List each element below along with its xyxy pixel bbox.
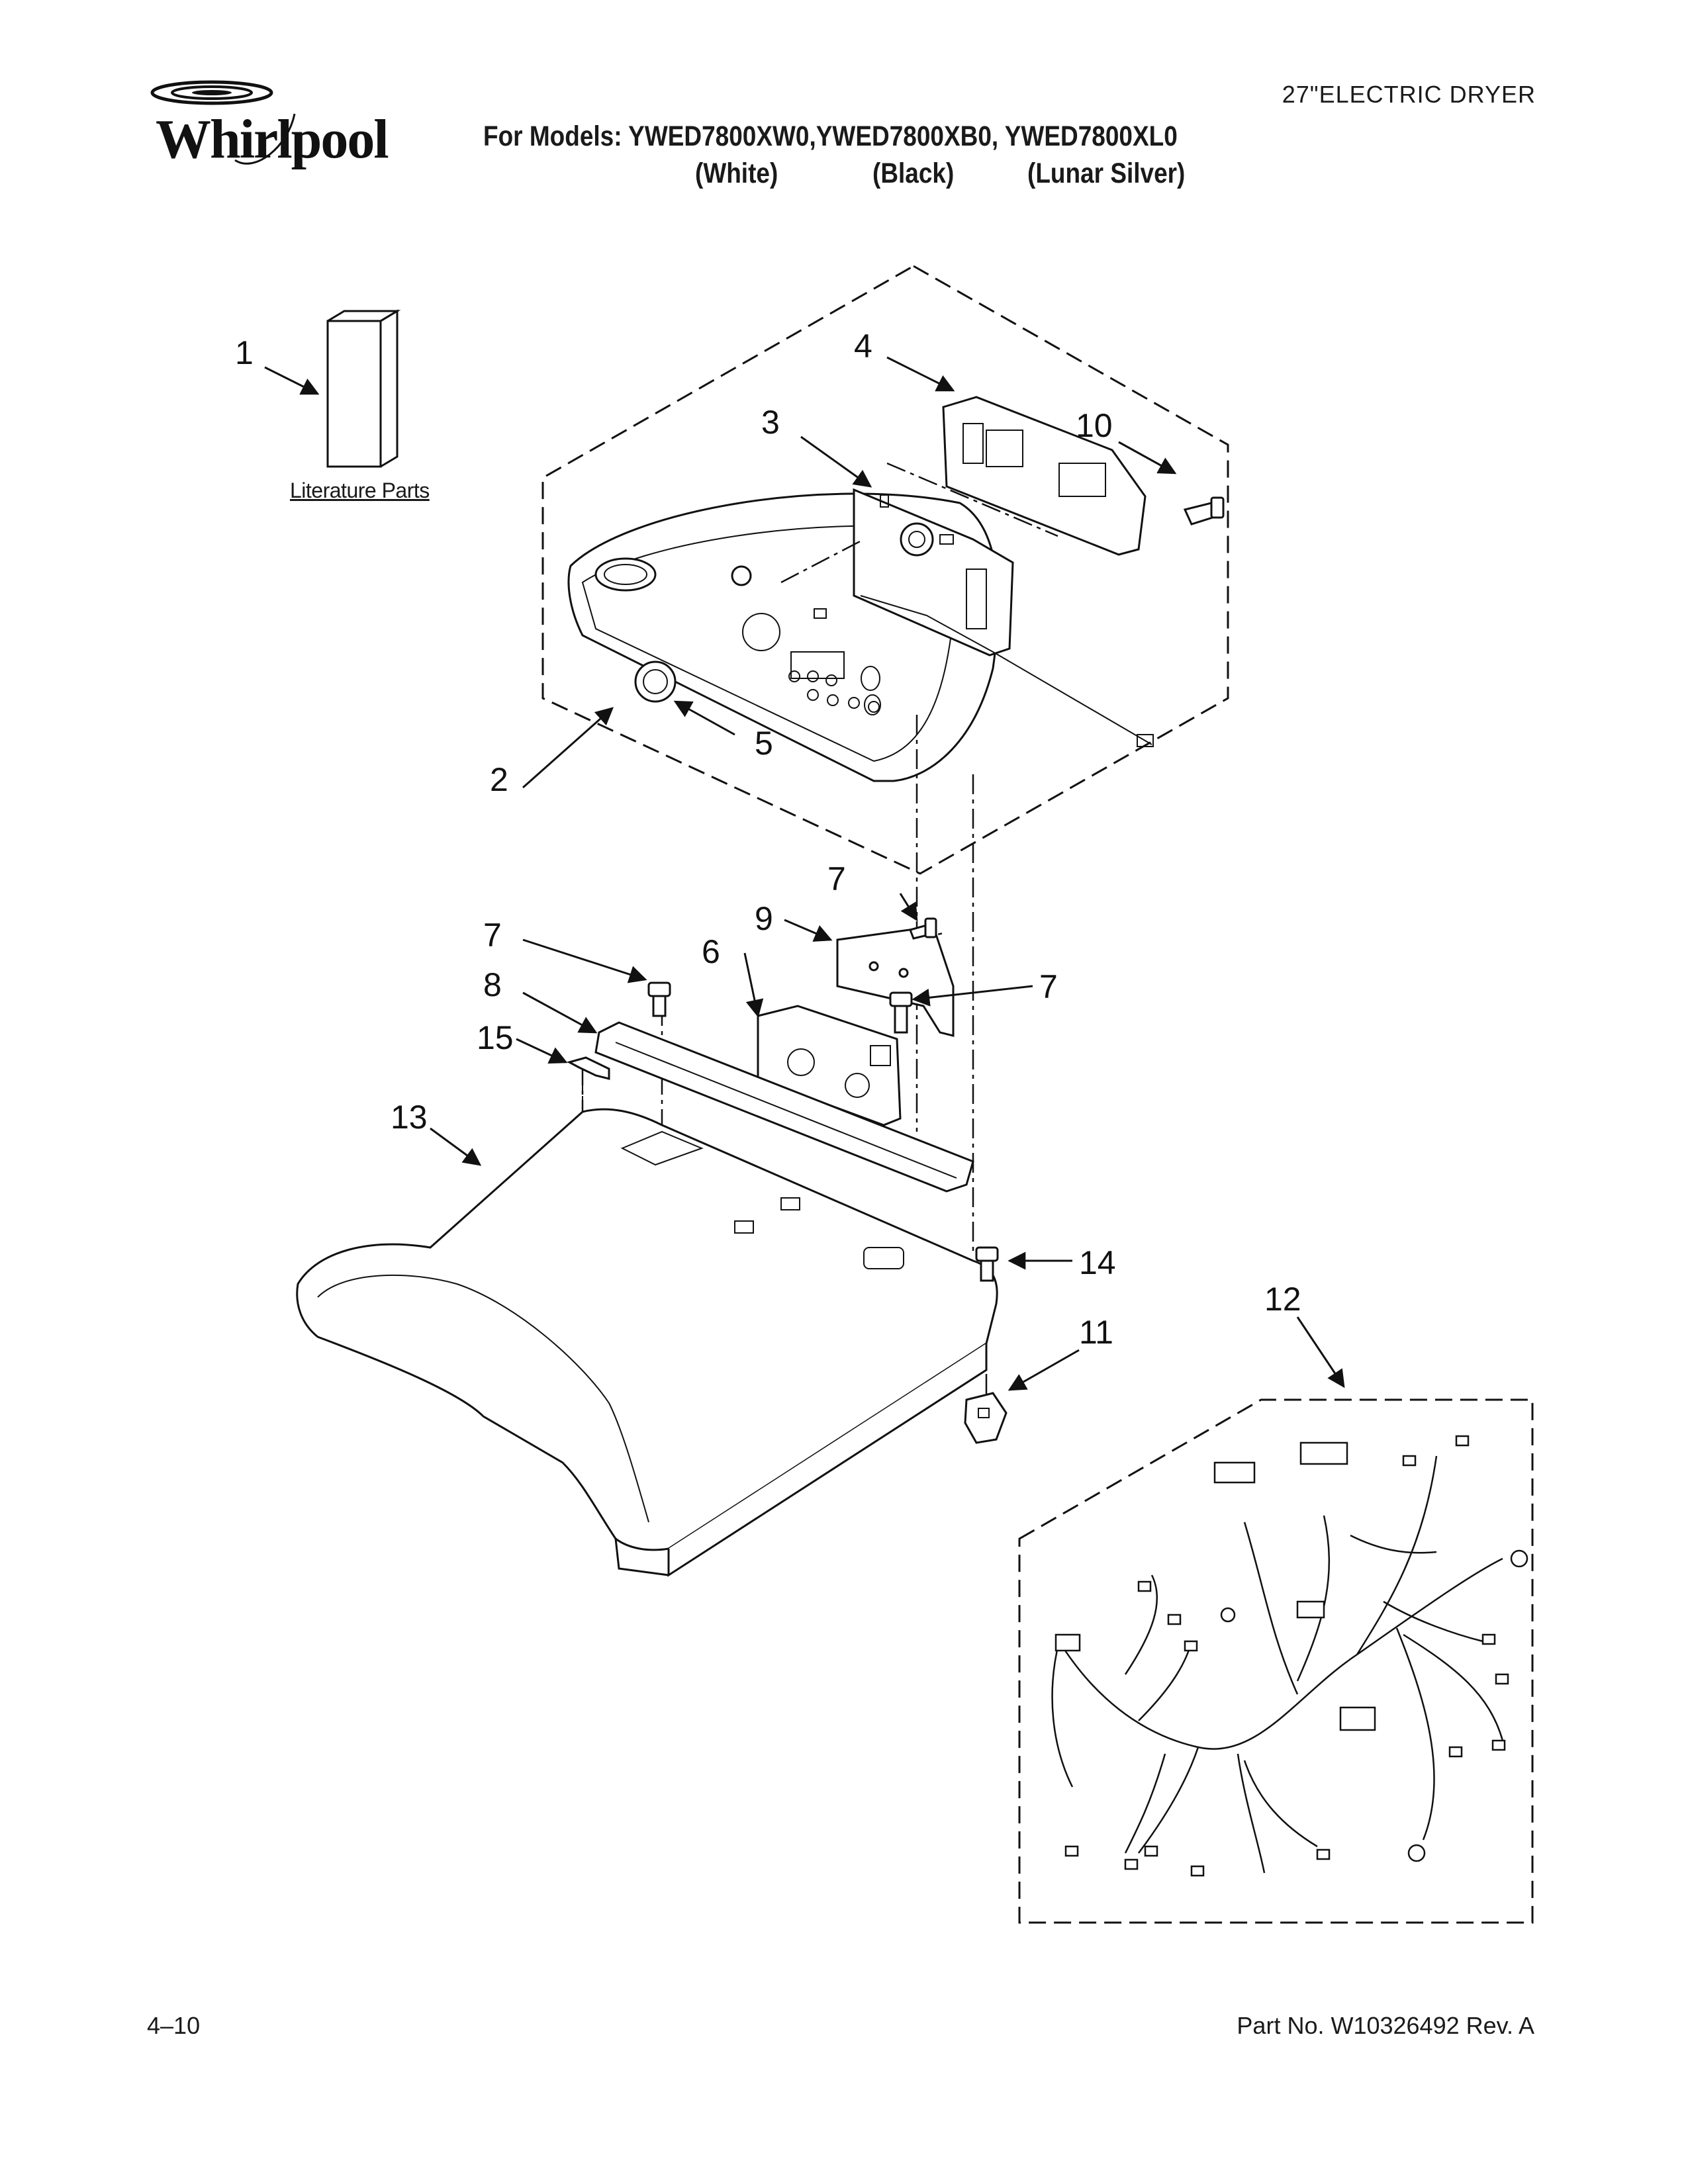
callout-4: 4 [854, 328, 872, 365]
logo-swirl-icon [150, 80, 296, 165]
callout-8: 8 [483, 966, 502, 1003]
clip [964, 1392, 1008, 1444]
screw-14 [975, 1246, 999, 1282]
callout-14: 14 [1079, 1244, 1116, 1281]
screw-7-top [909, 917, 937, 940]
models-line: For Models: YWED7800XW0,YWED7800XB0, YWE… [483, 120, 1178, 152]
callout-10: 10 [1076, 407, 1113, 444]
alignment-lines [581, 462, 1058, 1396]
callout-11: 11 [1079, 1314, 1113, 1351]
page-number: 4–10 [147, 2012, 201, 2039]
console-rail [594, 1021, 974, 1193]
document-type: 27"ELECTRIC DRYER [1282, 81, 1536, 108]
callout-labels: 1 2 3 4 5 6 7 7 7 8 9 10 11 12 13 14 15 [235, 328, 1301, 1351]
callout-5: 5 [755, 725, 773, 762]
callout-12: 12 [1264, 1281, 1301, 1318]
screw-7-middle [889, 991, 913, 1034]
knob [634, 660, 677, 703]
callout-7-left: 7 [483, 917, 502, 954]
wire-harness [1051, 1435, 1528, 1877]
color-white: (White) [695, 158, 778, 189]
color-black: (Black) [872, 158, 955, 189]
color-lunar-silver: (Lunar Silver) [1027, 158, 1186, 189]
callout-3: 3 [761, 404, 780, 441]
literature-booklet [326, 309, 401, 468]
callout-9: 9 [755, 900, 773, 937]
top-panel [296, 1108, 998, 1577]
callout-7-top: 7 [827, 860, 846, 897]
screw-7-left [647, 981, 671, 1017]
hex-key [566, 1056, 610, 1112]
ui-control-board [853, 488, 1154, 747]
callout-13: 13 [391, 1099, 428, 1136]
whirlpool-logo: Whirlpool [136, 74, 400, 173]
logo-text: Whirlpool [156, 109, 389, 170]
callout-6: 6 [702, 933, 720, 970]
callout-arrows [264, 356, 1345, 1391]
callout-2: 2 [490, 761, 508, 798]
wire-harness-outline [1018, 1398, 1534, 1924]
console-assembly-outline [541, 265, 1229, 875]
part-number: Part No. W10326492 Rev. A [1237, 2012, 1534, 2039]
callout-7-right: 7 [1039, 968, 1058, 1005]
callout-1: 1 [235, 334, 254, 371]
electronic-control-board [942, 396, 1147, 556]
callout-15: 15 [477, 1019, 514, 1056]
screw-10 [1183, 496, 1225, 525]
literature-parts-label: Literature Parts [290, 478, 430, 502]
